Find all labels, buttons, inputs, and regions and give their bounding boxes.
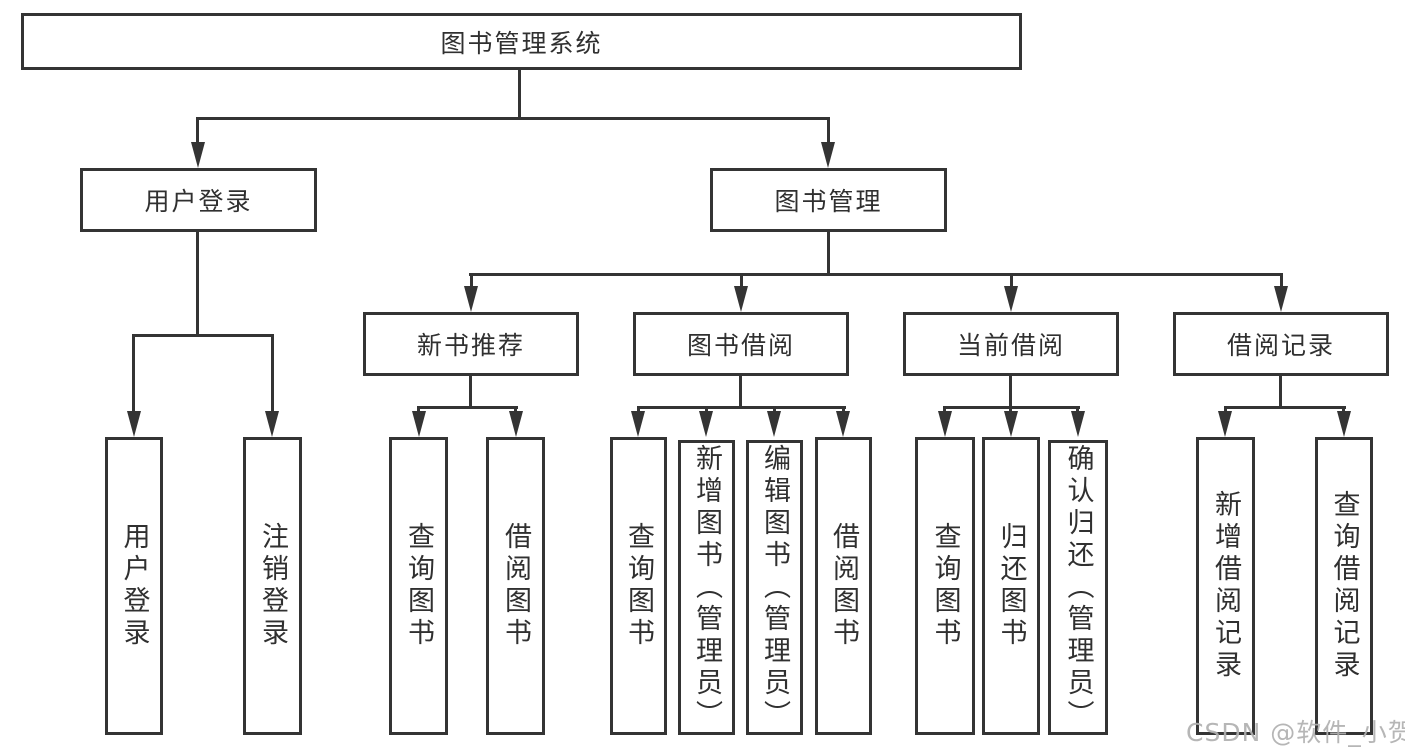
connector-line: [943, 406, 946, 414]
leaf-user-login: 用户登录: [105, 437, 163, 735]
arrow-down-icon: [821, 142, 835, 168]
csdn-watermark: CSDN @软件_小贺同学: [1186, 718, 1405, 747]
arrow-down-icon: [1071, 411, 1085, 437]
leaf-borrow-books-borrowing: 借阅图书: [815, 437, 872, 735]
arrow-down-icon: [699, 411, 713, 437]
leaf-confirm-return-admin: 确认归还（管理员）: [1048, 440, 1108, 735]
node-book-management: 图书管理: [710, 168, 947, 232]
connector-line: [1342, 406, 1345, 414]
connector-line: [514, 406, 517, 414]
connector-line: [740, 273, 743, 289]
arrow-down-icon: [412, 411, 426, 437]
connector-line: [637, 406, 846, 409]
arrow-down-icon: [1274, 286, 1288, 312]
connector-line: [1280, 273, 1283, 289]
leaf-edit-books-admin: 编辑图书（管理员）: [746, 440, 803, 735]
connector-line: [417, 406, 518, 409]
connector-line: [132, 334, 274, 337]
connector-line: [1009, 376, 1012, 408]
connector-line: [827, 232, 830, 275]
node-new-book-recommend: 新书推荐: [363, 312, 579, 376]
arrow-down-icon: [1218, 411, 1232, 437]
connector-line: [417, 406, 420, 414]
connector-line: [1224, 406, 1346, 409]
connector-line: [1010, 273, 1013, 289]
connector-line: [196, 117, 830, 120]
arrow-down-icon: [509, 411, 523, 437]
node-book-borrowing: 图书借阅: [633, 312, 849, 376]
connector-line: [1279, 376, 1282, 408]
arrow-down-icon: [1004, 286, 1018, 312]
arrow-down-icon: [938, 411, 952, 437]
connector-line: [518, 70, 521, 117]
connector-line: [470, 273, 473, 289]
arrow-down-icon: [767, 411, 781, 437]
arrow-down-icon: [265, 411, 279, 437]
node-book-management-system: 图书管理系统: [21, 13, 1022, 70]
node-current-borrowing: 当前借阅: [903, 312, 1119, 376]
leaf-add-books-admin: 新增图书（管理员）: [678, 440, 735, 735]
leaf-query-books-current: 查询图书: [915, 437, 975, 735]
arrow-down-icon: [1337, 411, 1351, 437]
connector-line: [739, 376, 742, 408]
connector-line: [132, 334, 135, 414]
leaf-return-books: 归还图书: [982, 437, 1040, 735]
connector-line: [196, 117, 199, 145]
connector-line: [469, 273, 1283, 276]
connector-line: [469, 376, 472, 408]
connector-line: [271, 334, 274, 414]
leaf-query-books-recommend: 查询图书: [389, 437, 448, 735]
arrow-down-icon: [127, 411, 141, 437]
node-user-login: 用户登录: [80, 168, 317, 232]
arrow-down-icon: [836, 411, 850, 437]
connector-line: [1009, 406, 1012, 414]
arrow-down-icon: [1004, 411, 1018, 437]
connector-line: [773, 406, 776, 414]
arrow-down-icon: [191, 142, 205, 168]
connector-line: [842, 406, 845, 414]
leaf-query-books-borrowing: 查询图书: [610, 437, 667, 735]
arrow-down-icon: [734, 286, 748, 312]
connector-line: [827, 117, 830, 145]
connector-line: [196, 232, 199, 334]
arrow-down-icon: [631, 411, 645, 437]
node-borrowing-records: 借阅记录: [1173, 312, 1389, 376]
connector-line: [1076, 406, 1079, 414]
connector-line: [705, 406, 708, 414]
arrow-down-icon: [464, 286, 478, 312]
leaf-logout: 注销登录: [243, 437, 302, 735]
connector-line: [637, 406, 640, 414]
leaf-borrow-books-recommend: 借阅图书: [486, 437, 545, 735]
leaf-add-borrow-record: 新增借阅记录: [1196, 437, 1255, 735]
leaf-query-borrow-record: 查询借阅记录: [1315, 437, 1373, 735]
connector-line: [1224, 406, 1227, 414]
